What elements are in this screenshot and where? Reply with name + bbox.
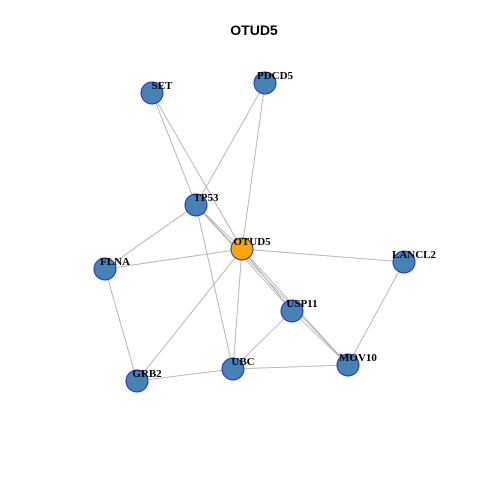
edge-tp53-flna [104,204,197,270]
edge-otud5-grb2 [136,248,243,382]
node-circle-flna [93,257,117,281]
node-label-grb2: GRB2 [132,368,162,380]
node-pdcd5: PDCD5 [253,70,294,95]
edge-set-tp53 [151,92,197,206]
graph-title: OTUD5 [230,22,278,38]
node-label-mov10: MOV10 [339,352,377,364]
node-flna: FLNA [93,256,130,281]
node-label-pdcd5: PDCD5 [257,70,294,82]
node-circle-mov10 [336,353,360,377]
node-set: SET [140,80,173,105]
edge-set-otud5 [151,92,243,250]
edge-tp53-ubc [195,204,234,370]
edge-flna-grb2 [104,268,138,382]
edge-pdcd5-tp53 [195,82,266,206]
node-mov10: MOV10 [336,352,377,377]
edge-ubc-mov10 [232,364,349,370]
node-circle-ubc [221,357,245,381]
node-circle-grb2 [125,369,149,393]
node-circle-lancl2 [392,250,416,274]
node-label-usp11: USP11 [286,298,317,310]
node-circle-usp11 [280,299,304,323]
node-label-tp53: TP53 [193,192,219,204]
edge-otud5-usp11 [241,248,293,312]
node-otud5: OTUD5 [230,236,271,261]
node-label-flna: FLNA [100,256,130,268]
node-circle-set [140,81,164,105]
edge-pdcd5-otud5 [241,82,266,250]
node-usp11: USP11 [280,298,318,323]
edge-otud5-ubc [232,248,243,370]
edge-otud5-lancl2 [241,248,405,263]
edge-lancl2-mov10 [347,261,405,366]
edge-usp11-mov10 [291,310,349,366]
node-label-set: SET [152,80,173,92]
node-circle-tp53 [184,193,208,217]
node-lancl2: LANCL2 [392,249,437,274]
edge-tp53-mov10 [195,204,349,366]
node-circle-otud5 [230,237,254,261]
node-grb2: GRB2 [125,368,162,393]
node-tp53: TP53 [184,192,219,217]
edge-usp11-ubc [232,310,293,370]
node-label-lancl2: LANCL2 [392,249,437,261]
node-ubc: UBC [221,356,255,381]
node-label-otud5: OTUD5 [233,236,271,248]
edge-ubc-grb2 [136,368,234,382]
edge-otud5-flna [104,248,243,270]
node-label-ubc: UBC [231,356,254,368]
node-circle-pdcd5 [253,71,277,95]
edges-layer [104,82,405,382]
